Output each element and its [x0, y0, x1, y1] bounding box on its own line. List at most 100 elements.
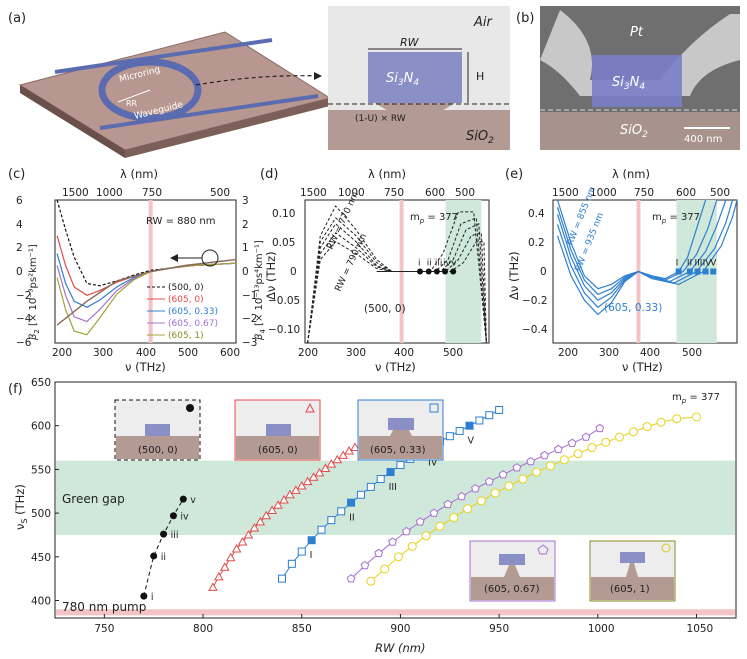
e-top-axis-label: λ (nm)	[612, 167, 650, 181]
chip-slab-front	[20, 85, 125, 158]
e-series-line	[556, 199, 738, 316]
f-point	[498, 470, 508, 479]
d-point-label: ii	[427, 259, 432, 269]
panel-b: (b) Pt Si3N4 SiO2 400 nm	[516, 6, 740, 150]
e-frame	[552, 199, 738, 344]
f-point	[526, 456, 536, 466]
d-top-tick: 600	[425, 187, 445, 199]
f-xtick: 1050	[687, 623, 714, 635]
f-point-label: V	[468, 436, 475, 447]
si3n4-label-b: Si3N4	[612, 75, 645, 92]
c-right-axis-marker	[201, 249, 219, 267]
e-ytick: 0.2	[528, 237, 545, 249]
f-point-label: iv	[180, 512, 189, 523]
f-ytick: 500	[31, 508, 51, 520]
e-point	[686, 268, 693, 275]
f-point	[237, 536, 248, 546]
f-point	[350, 442, 360, 452]
f-point	[150, 552, 158, 560]
c-legend-entry: (605, 0.33)	[168, 307, 218, 317]
f-point	[672, 414, 682, 424]
waveguide-top-label: Waveguide	[86, 33, 137, 55]
d-xlabel: ν (THz)	[375, 360, 416, 374]
c-ytick-left: 0	[16, 266, 23, 278]
d-point-label: iii	[435, 259, 443, 269]
d-ytick: 0	[290, 266, 297, 278]
f-point-label: II	[349, 513, 355, 524]
e-xtick: 400	[640, 347, 660, 359]
f-point	[601, 437, 611, 447]
e-point-label: V	[710, 259, 717, 269]
f-point	[476, 496, 486, 506]
f-point	[567, 438, 577, 447]
d-point-label: v	[451, 259, 457, 269]
c-ytick-left: 4	[16, 219, 23, 231]
inset-label: (605, 0.67)	[484, 584, 540, 595]
waveguide-bottom	[99, 94, 319, 130]
inset-substrate	[236, 436, 319, 459]
f-point	[290, 485, 301, 494]
f-point-label: i	[151, 592, 154, 603]
e-xtick: 200	[558, 347, 578, 359]
d-frame	[304, 199, 490, 344]
f-point	[388, 537, 397, 546]
e-top-tick: 500	[710, 187, 730, 199]
f-point	[463, 504, 473, 514]
c-legend-entry: (500, 0)	[168, 283, 204, 293]
c-ytick-right: 1	[242, 242, 249, 254]
c-top-tick: 750	[142, 187, 162, 199]
panel-d-label: (d)	[260, 167, 278, 182]
c-series-line	[56, 253, 237, 308]
inset-substrate	[471, 577, 554, 600]
rr-label: RR	[126, 99, 138, 108]
f-point	[615, 432, 625, 442]
inset-pedestal	[626, 563, 638, 577]
e-ylabel: Δν (THz)	[507, 251, 521, 300]
d-xtick: 500	[443, 347, 463, 359]
f-point	[356, 490, 365, 499]
panel-a: (a) Waveguide Waveguide Microring RR Air…	[8, 6, 510, 158]
c-beta4-line	[56, 258, 237, 326]
f-point	[326, 459, 337, 468]
inset-605-067: (605, 0.67)	[469, 540, 556, 602]
inset-label: (605, 0)	[258, 445, 298, 456]
f-point	[243, 529, 254, 539]
d-point-label: i	[418, 259, 421, 269]
f-point	[219, 562, 230, 571]
f-point	[160, 530, 168, 538]
c-legend: (500, 0) (605, 0) (605, 0.33) (605, 0.67…	[147, 283, 218, 341]
c-ytick-left: −4	[16, 313, 32, 325]
d-ytick: 0.05	[272, 237, 295, 249]
c-xlabel: ν (THz)	[125, 360, 166, 374]
f-point	[642, 422, 652, 432]
c-xtick: 400	[136, 347, 156, 359]
c-ytick-left: −6	[16, 337, 32, 349]
f-xtick: 950	[489, 623, 509, 635]
f-point	[573, 449, 583, 459]
f-point	[376, 475, 385, 484]
chip-slab	[18, 31, 332, 151]
c-ytick-left: 6	[16, 195, 23, 207]
sem-pt-layer	[540, 10, 740, 96]
f-point	[415, 517, 425, 526]
f-point-label: III	[389, 482, 397, 493]
f-pump-band	[56, 609, 735, 616]
f-point-label: v	[190, 495, 196, 506]
d-top-tick: 1000	[338, 187, 365, 199]
e-point-label: II	[687, 259, 692, 269]
c-ytick-right: −3	[242, 337, 257, 349]
c-ytick-left: −2	[16, 290, 31, 302]
zoom-arrowhead	[314, 72, 322, 80]
f-point	[559, 455, 569, 465]
f-point	[346, 574, 356, 583]
f-point	[545, 461, 555, 471]
f-ylabel: νS (THz)	[13, 484, 29, 530]
f-point	[169, 512, 177, 520]
e-top-tick: 750	[634, 187, 654, 199]
f-xtick: 750	[94, 623, 114, 635]
e-mode-label: (605, 0.33)	[604, 302, 662, 314]
f-point	[338, 450, 349, 459]
e-point	[694, 268, 701, 275]
